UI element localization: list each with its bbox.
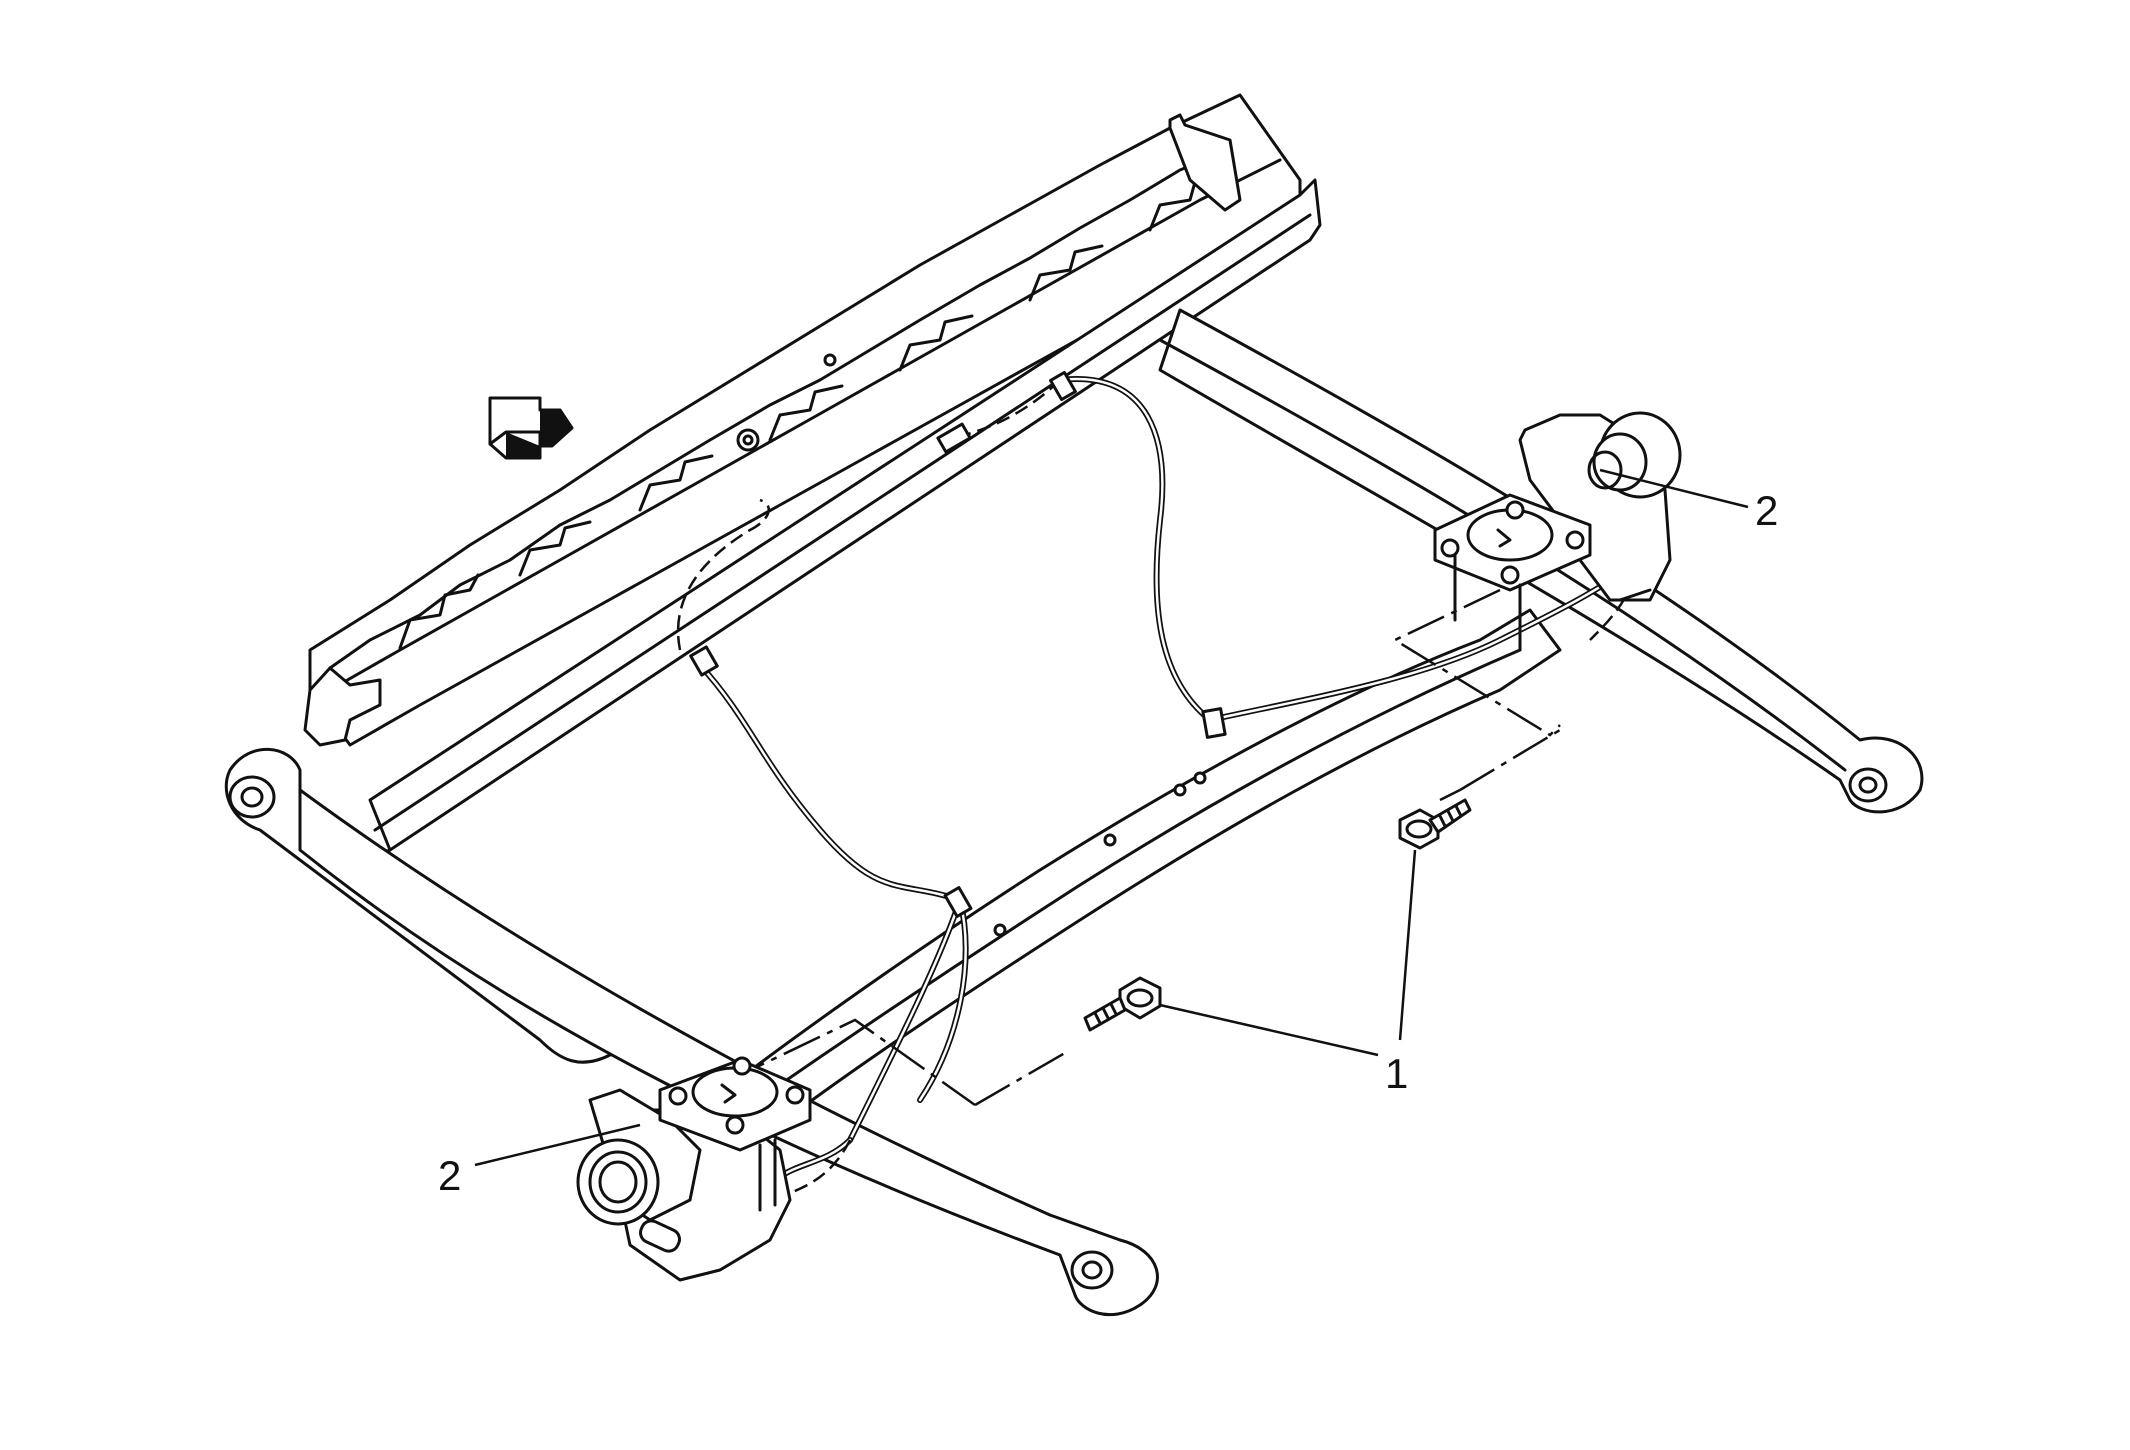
sensor-right: [1433, 411, 1682, 652]
leader-lines: [474, 468, 1749, 1167]
rear-rail: [303, 93, 1302, 747]
front-leaf-spring: [298, 788, 1159, 1316]
callout-2-right: 2: [1755, 487, 1778, 534]
callout-2-left: 2: [438, 1152, 461, 1199]
front-direction-arrow-icon: [488, 396, 574, 460]
bolt-upper[interactable]: [1398, 798, 1472, 850]
sensor-left: [576, 1056, 812, 1282]
bolt-lower[interactable]: [1083, 976, 1162, 1032]
front-rail: [358, 178, 1322, 862]
cable-harness: [676, 370, 1643, 1203]
assembly-reference-lines: [739, 588, 1561, 1107]
callout-1: 1: [1385, 1050, 1408, 1097]
